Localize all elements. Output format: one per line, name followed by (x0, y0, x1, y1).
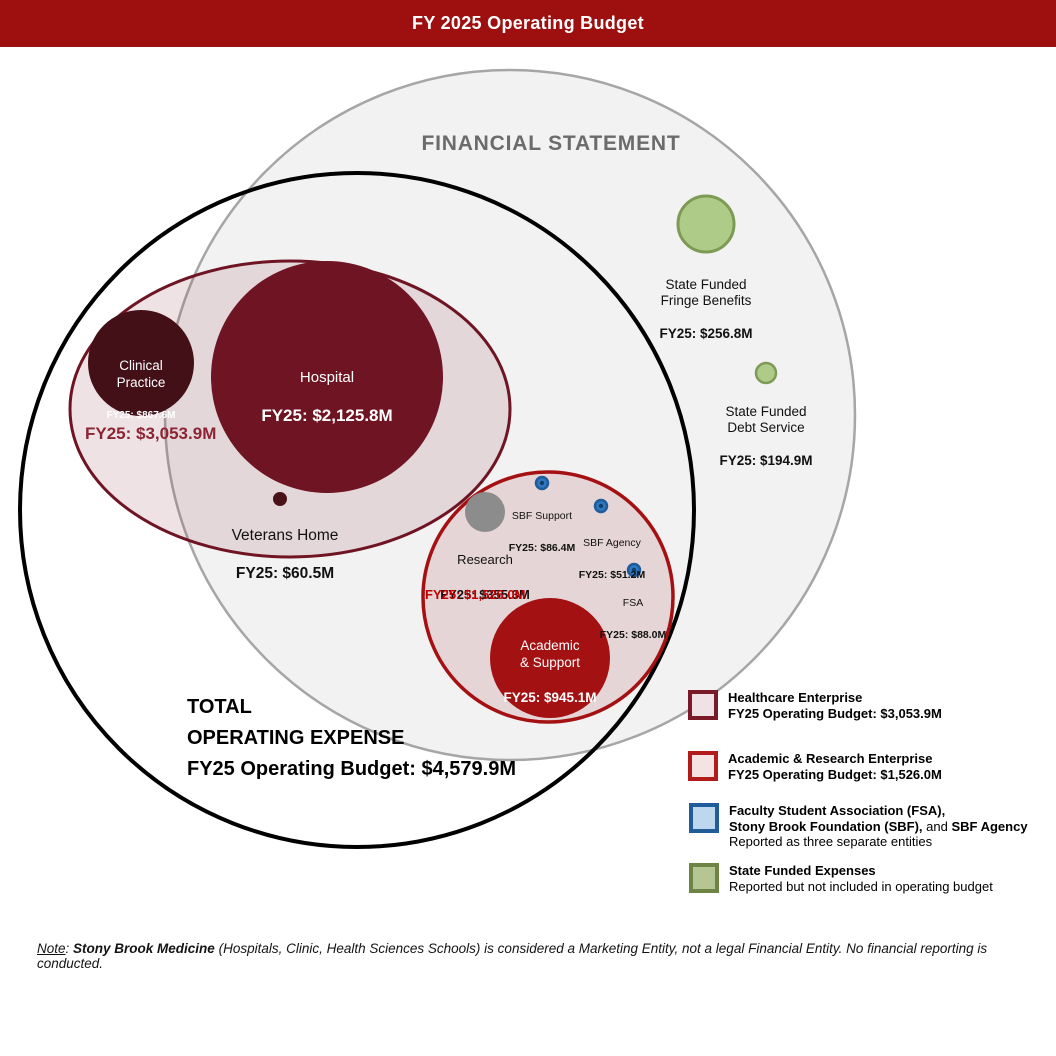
debt-service-label: State Funded Debt Service FY25: $194.9M (719, 386, 812, 487)
academic-support-value: FY25: $945.1M (503, 690, 597, 705)
research-value: FY25: $355.3M (440, 586, 530, 602)
hospital-name: Hospital (299, 369, 355, 386)
fsa-sbf-swatch (689, 803, 719, 833)
legend-academic-title: Academic & Research Enterprise (728, 751, 933, 766)
veterans-home-name: Veterans Home (231, 527, 339, 544)
healthcare-enterprise-value: FY25: $3,053.9M (85, 424, 217, 443)
fsa-name: FSA (622, 597, 644, 609)
academic-research-circle (421, 470, 675, 724)
page-title: FY 2025 Operating Budget (412, 13, 644, 33)
clinical-practice-name: Clinical Practice (116, 358, 166, 390)
academic-research-value: FY25: $1,526.0M (425, 587, 526, 602)
sbf-agency-dot (593, 498, 609, 514)
legend-item-fsa-sbf: Faculty Student Association (FSA), Stony… (689, 803, 1028, 850)
fringe-benefits-label: State Funded Fringe Benefits FY25: $256.… (659, 259, 752, 360)
fsa-value: FY25: $88.0M (599, 629, 667, 641)
legend-state-title: State Funded Expenses (729, 863, 876, 878)
state-funded-swatch (689, 863, 719, 893)
legend-academic-value: FY25 Operating Budget: $1,526.0M (728, 766, 942, 782)
research-label: Research FY25: $355.3M (440, 534, 530, 621)
academic-support-label: Academic & Support FY25: $945.1M (503, 619, 596, 724)
debt-service-name: State Funded Debt Service (725, 404, 807, 435)
sbf-support-value: FY25: $86.4M (508, 542, 576, 554)
clinical-practice-bubble (88, 310, 194, 416)
sbf-support-dot (534, 475, 550, 491)
total-operating-expense-circle (18, 171, 696, 849)
legend-text: Healthcare Enterprise FY25 Operating Bud… (728, 690, 942, 721)
legend-fsa-line2: Stony Brook Foundation (SBF), and SBF Ag… (729, 818, 1028, 834)
fsa-dot (626, 562, 642, 578)
hospital-label: Hospital FY25: $2,125.8M (261, 350, 392, 444)
legend-fsa-line1: Faculty Student Association (FSA), (729, 803, 946, 818)
clinical-practice-label: Clinical Practice FY25: $867.6M (107, 339, 176, 441)
legend-healthcare-value: FY25 Operating Budget: $3,053.9M (728, 705, 942, 721)
legend-text: State Funded Expenses Reported but not i… (729, 863, 993, 894)
clinical-practice-value: FY25: $867.6M (106, 410, 176, 421)
research-bubble (465, 492, 505, 532)
sbf-support-name: SBF Support (511, 510, 573, 522)
academic-support-name: Academic & Support (519, 638, 581, 670)
academic-swatch (688, 751, 718, 781)
legend-fsa-line3: Reported as three separate entities (729, 834, 933, 849)
venn-bubble-diagram (18, 68, 857, 849)
financial-statement-label: FINANCIAL STATEMENT (421, 132, 681, 155)
footnote: Note: Stony Brook Medicine (Hospitals, C… (37, 941, 988, 971)
legend-healthcare-title: Healthcare Enterprise (728, 690, 863, 705)
legend-state-desc: Reported but not included in operating b… (729, 878, 993, 894)
legend-text: Academic & Research Enterprise FY25 Oper… (728, 751, 942, 782)
sbf-agency-label: SBF Agency FY25: $51.2M (579, 518, 646, 600)
veterans-home-value: FY25: $60.5M (235, 565, 335, 582)
hospital-bubble (211, 261, 443, 493)
fringe-benefits-bubble (676, 194, 736, 254)
total-operating-expense-label: TOTAL OPERATING EXPENSE FY25 Operating B… (187, 696, 516, 780)
hospital-value: FY25: $2,125.8M (261, 406, 393, 425)
sbf-support-label: SBF Support FY25: $86.4M (509, 491, 576, 573)
debt-service-bubble (754, 361, 778, 385)
sbf-agency-name: SBF Agency (583, 537, 641, 549)
veterans-home-bubble (273, 492, 287, 506)
diagram-canvas: FINANCIAL STATEMENT TOTAL OPERATING EXPE… (0, 47, 1056, 1056)
fringe-benefits-value: FY25: $256.8M (659, 326, 753, 341)
legend-item-healthcare: Healthcare Enterprise FY25 Operating Bud… (688, 690, 942, 721)
research-name: Research (457, 552, 513, 567)
title-bar: FY 2025 Operating Budget (0, 0, 1056, 47)
academic-support-bubble (490, 598, 610, 718)
debt-service-value: FY25: $194.9M (719, 453, 813, 468)
healthcare-swatch (688, 690, 718, 720)
veterans-home-label: Veterans Home FY25: $60.5M (232, 508, 339, 602)
legend-text: Faculty Student Association (FSA), Stony… (729, 803, 1028, 850)
fringe-benefits-name: State Funded Fringe Benefits (660, 277, 752, 308)
fsa-label: FSA FY25: $88.0M (600, 578, 667, 660)
legend-item-state-funded: State Funded Expenses Reported but not i… (689, 863, 993, 894)
sbf-agency-value: FY25: $51.2M (578, 569, 646, 581)
legend-item-academic: Academic & Research Enterprise FY25 Oper… (688, 751, 942, 782)
